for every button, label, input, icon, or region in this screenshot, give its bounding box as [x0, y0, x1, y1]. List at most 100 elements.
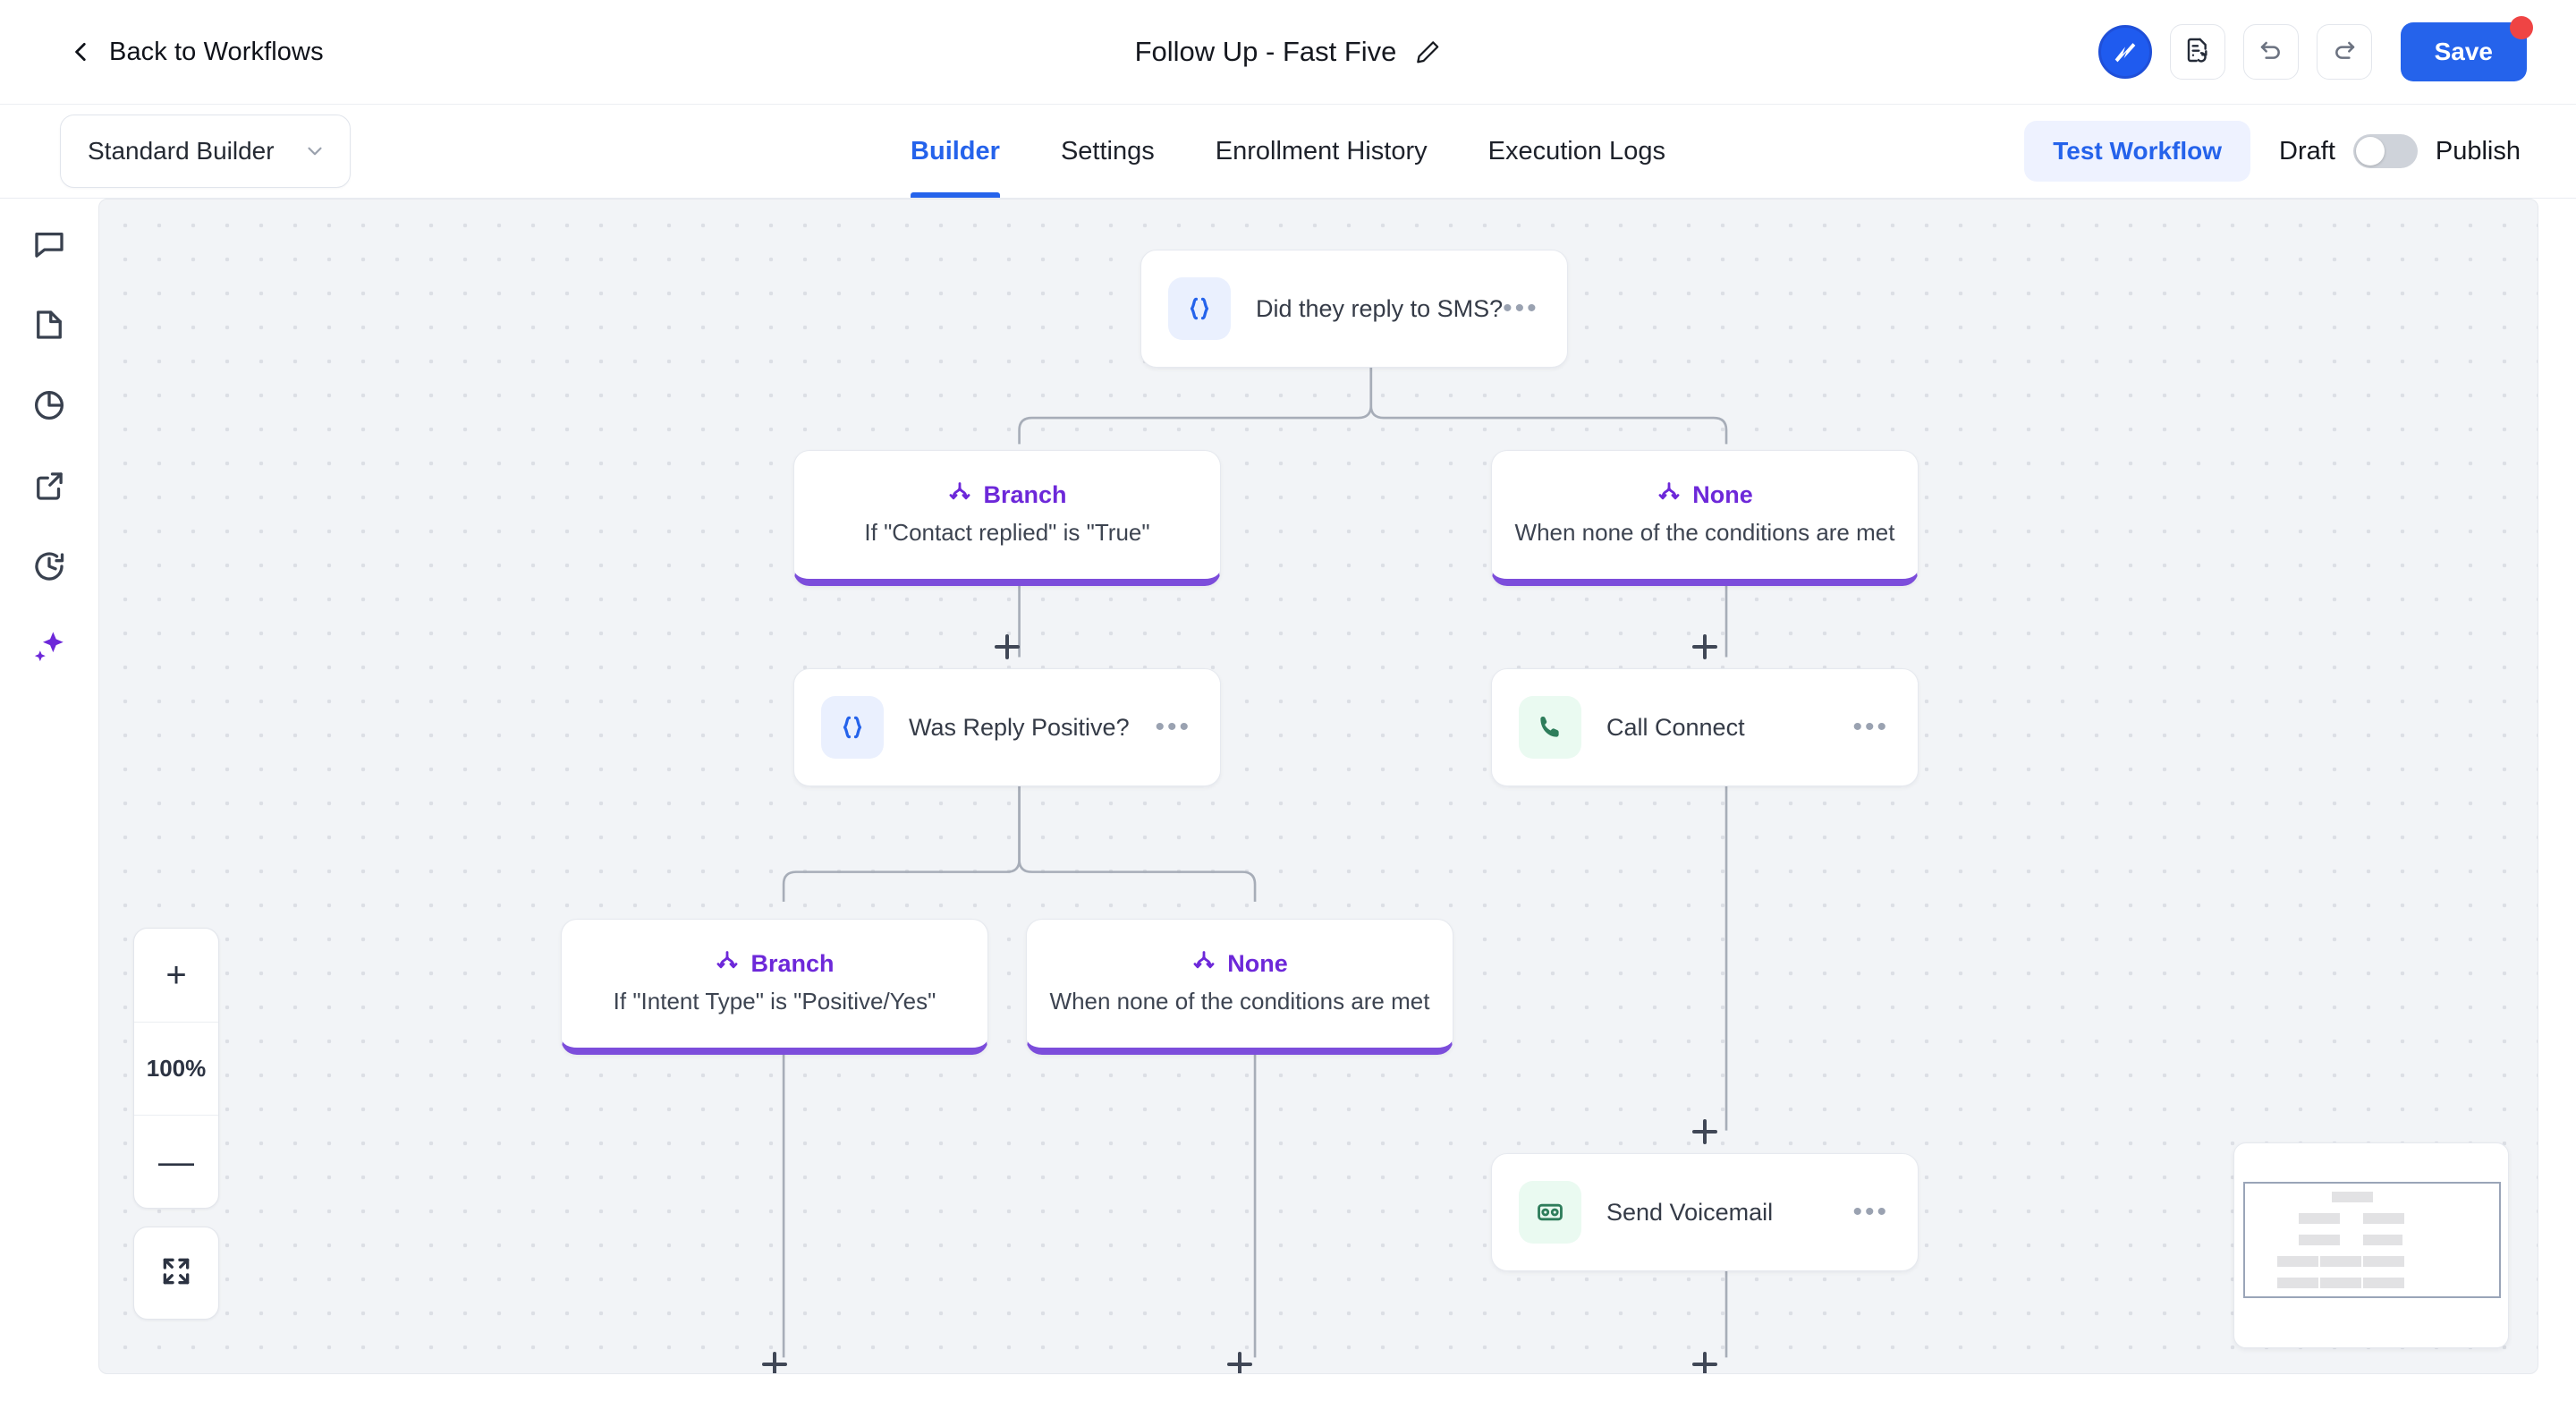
publish-toggle-group: Draft Publish — [2279, 134, 2521, 168]
zoom-out-button[interactable]: — — [134, 1115, 218, 1208]
code-braces-icon — [1168, 277, 1231, 340]
redo-button[interactable] — [2316, 24, 2372, 80]
zoom-controls: + 100% — — [133, 928, 219, 1320]
branch-split-icon — [947, 480, 972, 510]
node-label: Was Reply Positive? — [909, 713, 1130, 741]
branch-title: Branch — [750, 949, 835, 977]
document-icon[interactable] — [30, 306, 68, 344]
branch-split-icon — [1657, 480, 1682, 510]
zoom-in-label: + — [165, 955, 187, 995]
branch-subtitle: When none of the conditions are met — [1514, 518, 1895, 546]
builder-mode-select[interactable]: Standard Builder — [60, 115, 351, 188]
execution-logs-icon-button[interactable] — [2169, 24, 2225, 80]
node-branch-contact-replied[interactable]: Branch If "Contact replied" is "True" — [793, 450, 1221, 586]
zoom-out-label: — — [158, 1142, 194, 1182]
publish-label: Publish — [2435, 136, 2521, 166]
sparkle-ai-icon[interactable] — [30, 628, 68, 666]
node-label: Did they reply to SMS? — [1256, 294, 1504, 322]
branch-split-icon — [1191, 949, 1216, 979]
minimap-node — [2320, 1278, 2361, 1288]
node-menu-button[interactable]: ••• — [1155, 712, 1191, 742]
node-branch-intent-positive[interactable]: Branch If "Intent Type" is "Positive/Yes… — [561, 919, 988, 1055]
add-step-after-branch-true[interactable] — [987, 626, 1028, 667]
workflow-title-group: Follow Up - Fast Five — [1135, 36, 1442, 68]
tab-settings[interactable]: Settings — [1060, 136, 1155, 166]
tab-bar: Builder Settings Enrollment History Exec… — [911, 105, 1665, 198]
minimap-node — [2299, 1213, 2340, 1224]
branch-title: None — [1227, 949, 1288, 977]
node-label: Call Connect — [1606, 713, 1745, 741]
minimap-node — [2320, 1256, 2361, 1267]
pencil-icon[interactable] — [1414, 38, 1441, 65]
document-refresh-icon — [2183, 36, 2212, 69]
node-label: Send Voicemail — [1606, 1198, 1774, 1226]
tab-execution-logs[interactable]: Execution Logs — [1487, 136, 1665, 166]
body-area: Did they reply to SMS? ••• Branch If "Co… — [0, 199, 2576, 1401]
add-step-after-call-connect[interactable] — [1684, 1111, 1725, 1152]
branch-subtitle: If "Intent Type" is "Positive/Yes" — [613, 987, 936, 1015]
top-bar-actions: Save — [2097, 16, 2533, 81]
node-did-they-reply-to-sms[interactable]: Did they reply to SMS? ••• — [1140, 250, 1568, 368]
node-call-connect[interactable]: Call Connect ••• — [1491, 668, 1919, 786]
node-send-voicemail[interactable]: Send Voicemail ••• — [1491, 1153, 1919, 1271]
node-menu-button[interactable]: ••• — [1852, 1197, 1889, 1227]
zoom-level-label[interactable]: 100% — [134, 1022, 218, 1115]
minimap-viewport[interactable] — [2243, 1182, 2501, 1298]
brand-logo-icon[interactable] — [2097, 25, 2152, 79]
top-bar: Back to Workflows Follow Up - Fast Five — [0, 0, 2576, 105]
test-workflow-button[interactable]: Test Workflow — [2024, 121, 2251, 182]
branch-header: Branch — [947, 480, 1067, 510]
workflow-canvas[interactable]: Did they reply to SMS? ••• Branch If "Co… — [98, 199, 2538, 1374]
voicemail-icon — [1519, 1181, 1581, 1244]
branch-header: None — [1657, 480, 1753, 510]
tab-enrollment-history[interactable]: Enrollment History — [1215, 136, 1428, 166]
left-icon-rail — [0, 199, 98, 1401]
back-to-workflows-label: Back to Workflows — [109, 37, 324, 66]
redo-icon — [2330, 36, 2359, 69]
fit-to-screen-button[interactable] — [133, 1227, 219, 1320]
back-to-workflows-button[interactable]: Back to Workflows — [70, 38, 324, 67]
code-braces-icon — [821, 696, 884, 759]
minimap-node — [2299, 1235, 2340, 1245]
node-branch-none-bottom[interactable]: None When none of the conditions are met — [1026, 919, 1453, 1055]
sub-toolbar-actions: Test Workflow Draft Publish — [2024, 121, 2521, 182]
phone-icon — [1519, 696, 1581, 759]
minimap[interactable] — [2233, 1142, 2509, 1348]
minimap-node — [2277, 1278, 2318, 1288]
save-button[interactable]: Save — [2400, 22, 2527, 81]
minimap-node — [2363, 1235, 2402, 1245]
node-menu-button[interactable]: ••• — [1503, 293, 1539, 323]
branch-subtitle: When none of the conditions are met — [1049, 987, 1430, 1015]
edge-connectors — [782, 363, 1728, 1358]
minimap-node — [2363, 1256, 2404, 1267]
minimap-node — [2332, 1192, 2373, 1202]
add-step-after-intent-none[interactable] — [1219, 1344, 1260, 1373]
pie-chart-icon[interactable] — [30, 386, 68, 424]
zoom-in-button[interactable]: + — [134, 929, 218, 1022]
chevron-left-icon — [70, 40, 93, 64]
branch-subtitle: If "Contact replied" is "True" — [864, 518, 1150, 546]
sub-toolbar: Standard Builder Builder Settings Enroll… — [0, 105, 2576, 199]
fit-screen-icon — [159, 1254, 193, 1293]
draft-label: Draft — [2279, 136, 2335, 166]
page-title: Follow Up - Fast Five — [1134, 36, 1397, 67]
add-step-after-intent-branch[interactable] — [754, 1344, 795, 1373]
branch-split-icon — [715, 949, 740, 979]
chat-bubble-icon[interactable] — [30, 225, 68, 263]
tab-builder[interactable]: Builder — [911, 105, 1000, 198]
add-step-after-voicemail[interactable] — [1684, 1344, 1725, 1373]
branch-title: None — [1692, 480, 1753, 508]
toggle-knob — [2355, 137, 2385, 166]
undo-button[interactable] — [2242, 24, 2299, 80]
node-branch-none-top[interactable]: None When none of the conditions are met — [1491, 450, 1919, 586]
publish-toggle[interactable] — [2352, 134, 2418, 168]
branch-header: None — [1191, 949, 1288, 979]
branch-title: Branch — [983, 480, 1067, 508]
zoom-group: + 100% — — [133, 928, 219, 1209]
node-was-reply-positive[interactable]: Was Reply Positive? ••• — [793, 668, 1221, 786]
external-link-icon[interactable] — [30, 467, 68, 505]
unsaved-changes-badge — [2510, 16, 2533, 39]
add-step-after-branch-none[interactable] — [1684, 626, 1725, 667]
clock-history-icon[interactable] — [30, 548, 68, 585]
node-menu-button[interactable]: ••• — [1852, 712, 1889, 742]
